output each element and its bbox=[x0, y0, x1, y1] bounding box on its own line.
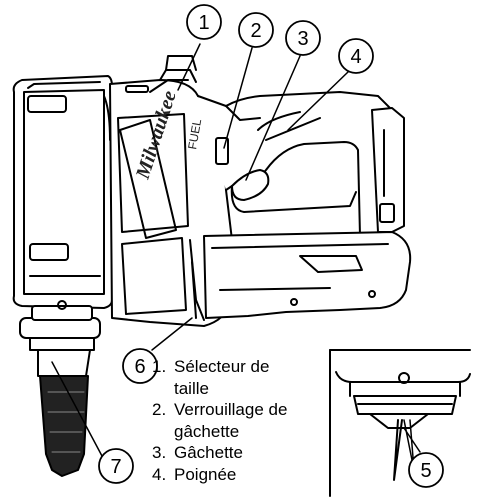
svg-text:7: 7 bbox=[110, 456, 121, 478]
fuel-mark: FUEL bbox=[185, 118, 204, 151]
brand-panel bbox=[119, 119, 177, 239]
callout-5: 5 bbox=[408, 452, 444, 488]
expander-head bbox=[37, 349, 91, 477]
trigger bbox=[231, 169, 270, 201]
svg-text:1: 1 bbox=[198, 12, 209, 34]
legend-item-4: 4.Poignée bbox=[152, 464, 237, 484]
svg-text:5: 5 bbox=[420, 460, 431, 482]
callout-3: 3 bbox=[285, 20, 321, 56]
legend-item-1: 1.Sélecteur de taille bbox=[152, 357, 270, 398]
legend-item-2: 2.Verrouillage de gâchette bbox=[152, 400, 288, 441]
battery-pack bbox=[371, 107, 405, 233]
callout-2: 2 bbox=[238, 12, 274, 48]
legend-item-3: 3.Gâchette bbox=[152, 443, 243, 462]
callout-7: 7 bbox=[98, 448, 134, 484]
callout-1: 1 bbox=[186, 4, 222, 40]
collar bbox=[19, 300, 101, 351]
svg-text:2: 2 bbox=[250, 20, 261, 42]
callout-6: 6 bbox=[122, 348, 158, 384]
inset-detail bbox=[329, 349, 471, 497]
svg-text:3: 3 bbox=[297, 28, 308, 50]
motor-housing bbox=[12, 75, 113, 309]
base bbox=[191, 231, 412, 319]
main-body bbox=[109, 69, 233, 327]
leader-lines bbox=[51, 43, 421, 457]
parts-legend: 1.Sélecteur de taille 2.Verrouillage de … bbox=[152, 356, 332, 485]
callout-4: 4 bbox=[338, 38, 374, 74]
svg-text:6: 6 bbox=[134, 356, 145, 378]
size-selector bbox=[165, 55, 197, 71]
svg-text:4: 4 bbox=[350, 46, 361, 68]
